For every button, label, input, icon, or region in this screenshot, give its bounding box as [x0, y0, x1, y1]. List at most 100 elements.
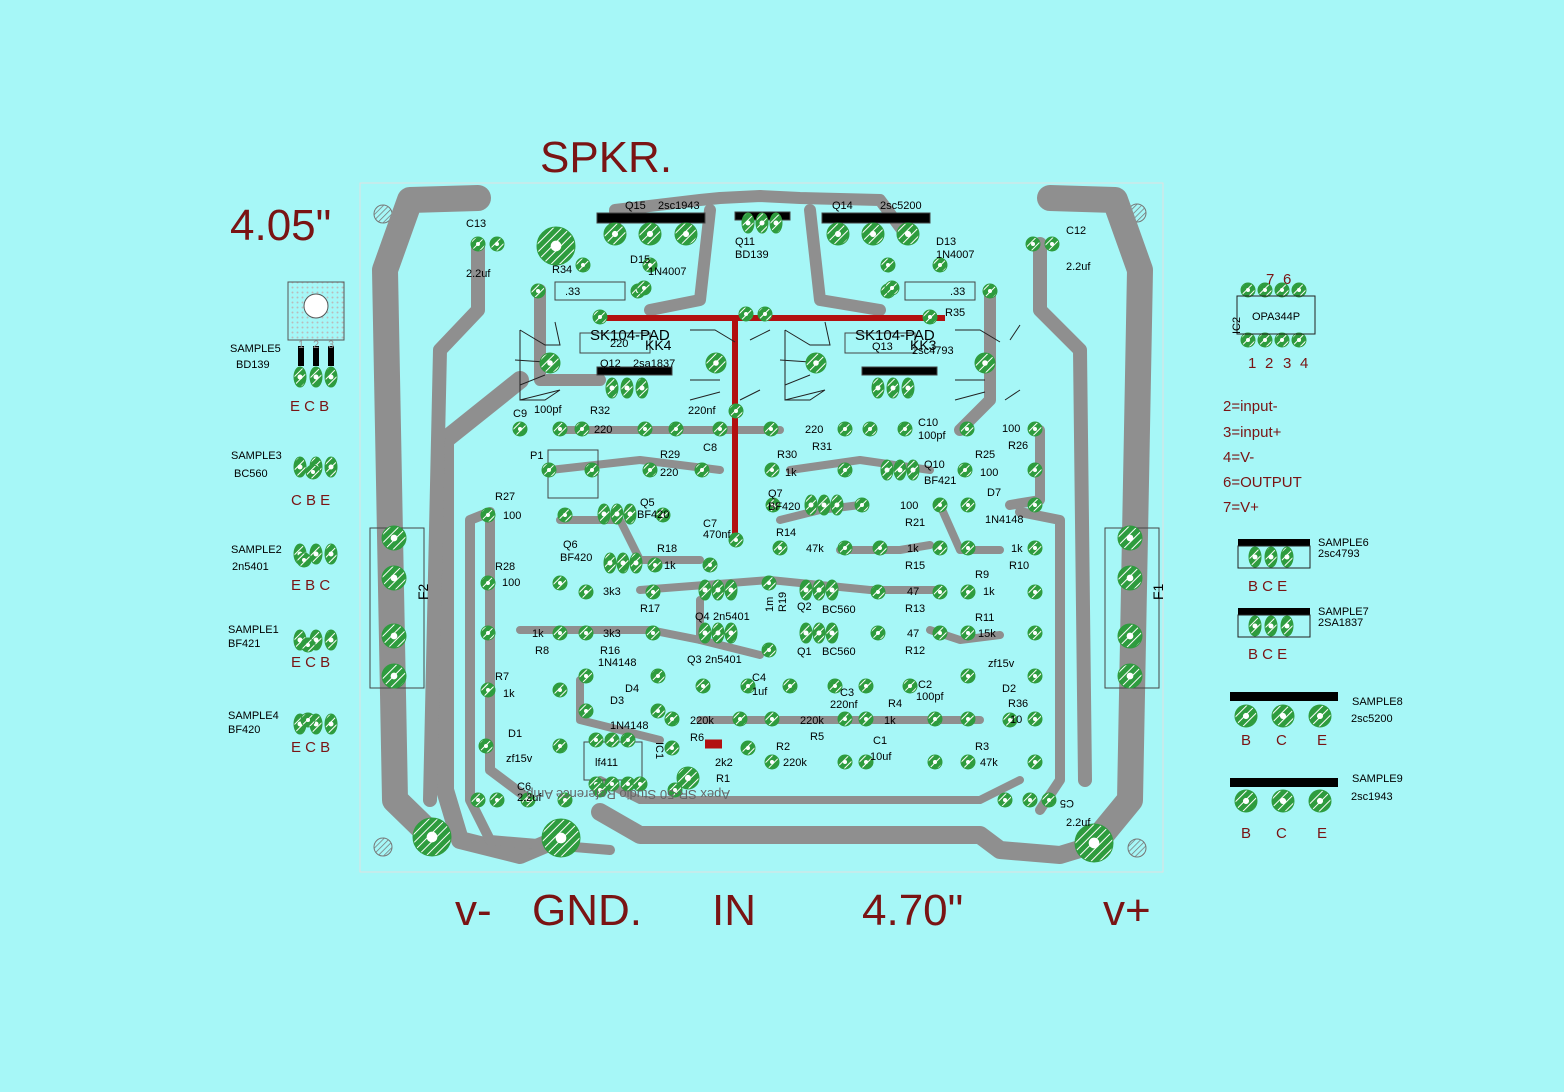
- label-c4: C4: [752, 672, 766, 684]
- pad-hole: [1126, 672, 1134, 680]
- label-d2-val: zf15v: [988, 658, 1015, 670]
- pad-hole: [864, 717, 868, 721]
- label-c7: C7: [703, 518, 717, 530]
- label-c6: C6: [517, 781, 531, 793]
- pad-hole: [584, 709, 588, 713]
- label-c10-val: 100pf: [918, 430, 946, 442]
- label-r18: R18: [657, 543, 677, 555]
- pad-hole: [910, 467, 916, 473]
- sample5-tab-hole: [303, 293, 329, 319]
- ic2-ref: IC2: [1231, 317, 1243, 334]
- pad-hole: [770, 717, 774, 721]
- pad-hole: [302, 558, 306, 562]
- label-r29: R29: [660, 449, 680, 461]
- pad-hole: [928, 315, 932, 319]
- sample5-pins: E C B: [290, 398, 329, 415]
- pad-hole: [938, 263, 942, 267]
- pad-hole: [728, 630, 734, 636]
- resistor-body: [904, 281, 976, 301]
- pad-hole: [966, 760, 970, 764]
- pad-hole: [938, 503, 942, 507]
- pad-hole: [1033, 674, 1037, 678]
- label-r13: R13: [905, 603, 925, 615]
- pad-hole: [555, 832, 567, 844]
- label-q2-val: BC560: [822, 604, 856, 616]
- label-r25-val: 100: [980, 467, 998, 479]
- pad-hole: [536, 289, 540, 293]
- sample1-pins: E C B: [291, 654, 330, 671]
- pad-hole: [1033, 546, 1037, 550]
- pad-hole: [829, 630, 835, 636]
- pads: [293, 212, 1332, 863]
- pad-hole: [620, 560, 626, 566]
- connector-input: IN: [712, 886, 756, 935]
- pad-hole: [966, 717, 970, 721]
- pad-hole: [328, 551, 334, 557]
- pad-hole: [728, 587, 734, 593]
- label-r27: R27: [495, 491, 515, 503]
- label-r22-val: 1k: [907, 543, 919, 555]
- sample9-pin-b: B: [1241, 825, 1251, 842]
- label-q13: Q13: [872, 341, 893, 353]
- pad-hole: [1279, 712, 1287, 720]
- label-c9: C9: [513, 408, 527, 420]
- label-r28-val: 100: [502, 577, 520, 589]
- pad-hole: [843, 427, 847, 431]
- pad-hole: [590, 468, 594, 472]
- label-kk4-ref: SK104-PAD: [590, 327, 670, 344]
- pad-hole: [651, 590, 655, 594]
- pad-hole: [738, 717, 742, 721]
- pad-hole: [1033, 631, 1037, 635]
- pad-hole: [610, 738, 614, 742]
- label-r31-val: 220: [805, 424, 823, 436]
- pad-hole: [297, 374, 303, 380]
- pad-hole: [670, 717, 674, 721]
- label-c12: C12: [1066, 225, 1086, 237]
- ic2-pinout-line: 6=OUTPUT: [1223, 474, 1302, 491]
- label-c5-val: 2.2uf: [1066, 817, 1091, 829]
- pad-hole: [746, 746, 750, 750]
- sample3-val: BC560: [234, 468, 268, 480]
- sample8-val: 2sc5200: [1351, 713, 1393, 725]
- pad-hole: [715, 630, 721, 636]
- label-kk3-ref: SK104-PAD: [855, 327, 935, 344]
- pad-hole: [1242, 797, 1250, 805]
- pad-hole: [390, 632, 398, 640]
- label-d4: D4: [625, 683, 639, 695]
- label-r2-val: 220k: [783, 757, 807, 769]
- pad-hole: [904, 230, 912, 238]
- heatsinks: [514, 321, 1021, 401]
- label-kk3-tag: KK3: [910, 337, 937, 353]
- pad-hole: [328, 637, 334, 643]
- pad-hole: [963, 468, 967, 472]
- label-c9-val: 100pf: [534, 404, 562, 416]
- label-q11: Q11: [735, 236, 755, 248]
- pad-hole: [767, 648, 771, 652]
- pad-hole: [651, 631, 655, 635]
- pad-hole: [715, 587, 721, 593]
- pad-hole: [581, 263, 585, 267]
- pad-hole: [767, 581, 771, 585]
- pad-hole: [563, 798, 567, 802]
- label-r16-val: 3k3: [603, 628, 621, 640]
- pad-hole: [633, 560, 639, 566]
- sample6-ref: SAMPLE6: [1318, 537, 1369, 549]
- sample7-ref: SAMPLE7: [1318, 606, 1369, 618]
- label-r19: R19: [777, 592, 789, 612]
- ic2-body: [1236, 295, 1316, 335]
- pad-hole: [966, 503, 970, 507]
- label-q4: Q4: [695, 611, 710, 623]
- pad-hole: [495, 798, 499, 802]
- ic2-pinout-line: 7=V+: [1223, 499, 1259, 516]
- pad-hole: [626, 738, 630, 742]
- sample9-val: 2sc1943: [1351, 791, 1393, 803]
- pad-hole: [759, 220, 765, 226]
- label-r35-val: .33: [950, 286, 965, 298]
- sample2-pins: E B C: [291, 577, 330, 594]
- label-r11-val: 15k: [978, 628, 996, 640]
- pad-hole: [609, 385, 615, 391]
- pad-hole: [614, 511, 620, 517]
- sample5-pin-number: 2: [313, 339, 319, 351]
- sample3-ref: SAMPLE3: [231, 450, 282, 462]
- ic2-pinout-line: 2=input-: [1223, 398, 1278, 415]
